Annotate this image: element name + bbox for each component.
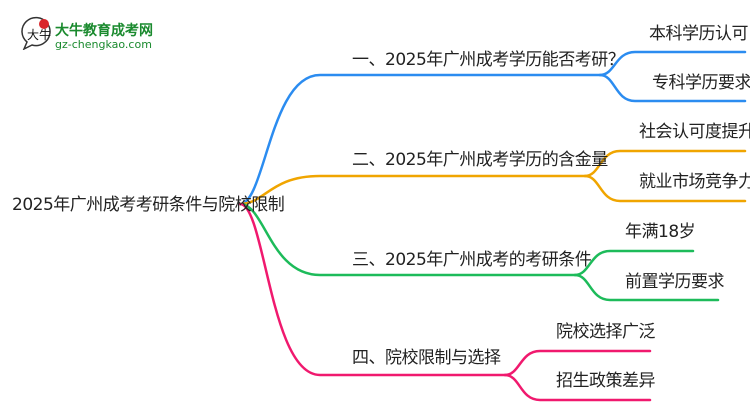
- child-line: [583, 174, 747, 203]
- branch-3-child-1: 年满18岁: [625, 222, 696, 242]
- branch-2: 二、2025年广州成考学历的含金量: [352, 150, 608, 170]
- root-node: 2025年广州成考考研条件与院校限制: [12, 195, 285, 215]
- branch-2-child-2: 就业市场竞争力: [639, 172, 750, 192]
- branch-line: [238, 202, 577, 277]
- svg-text:大牛: 大牛: [27, 27, 51, 42]
- child-line: [598, 50, 747, 77]
- branch-2-child-1: 社会认可度提升: [639, 122, 750, 142]
- child-line: [503, 373, 652, 402]
- branch-1-child-1: 本科学历认可: [649, 24, 749, 44]
- child-line: [503, 349, 652, 377]
- child-line: [573, 273, 720, 302]
- branch-4-child-1: 院校选择广泛: [556, 322, 656, 342]
- child-line: [583, 149, 747, 178]
- child-line: [598, 73, 747, 103]
- branch-line: [238, 73, 602, 206]
- branch-line: [238, 202, 507, 377]
- logo-title: 大牛教育成考网: [55, 23, 153, 39]
- child-line: [573, 249, 695, 277]
- logo-mark-icon: 大牛: [21, 16, 51, 51]
- logo-url: gz-chengkao.com: [55, 38, 152, 51]
- branch-4: 四、院校限制与选择: [352, 348, 501, 368]
- logo: 大牛: [18, 14, 54, 54]
- branch-3: 三、2025年广州成考的考研条件: [352, 250, 592, 270]
- branch-1-child-2: 专科学历要求: [652, 73, 750, 93]
- branch-3-child-2: 前置学历要求: [625, 272, 725, 292]
- branch-1: 一、2025年广州成考学历能否考研？: [352, 50, 625, 70]
- branch-line: [238, 174, 587, 206]
- branch-4-child-2: 招生政策差异: [556, 371, 656, 391]
